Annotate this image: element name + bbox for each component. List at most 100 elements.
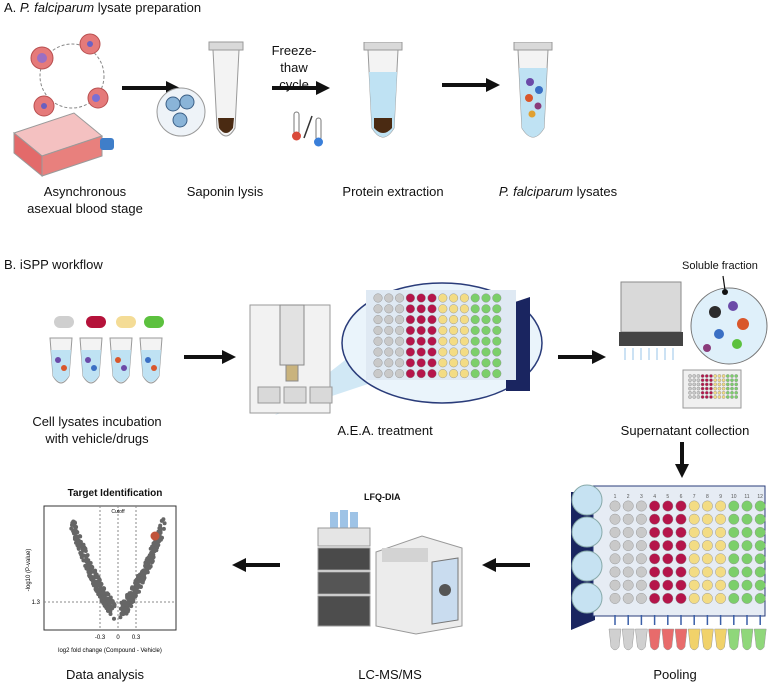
well — [728, 527, 740, 538]
well — [636, 500, 647, 512]
well — [696, 395, 701, 399]
volcano-cutoff-label: Cutoff — [111, 509, 125, 515]
caption-lysates-rest: lysates — [573, 184, 618, 199]
well — [713, 395, 718, 399]
plate-column-number: 12 — [757, 494, 763, 500]
well — [713, 374, 718, 378]
well — [481, 325, 491, 335]
well — [688, 378, 692, 382]
well — [395, 293, 405, 303]
arrow-b4 — [232, 558, 280, 572]
well — [713, 386, 718, 391]
well — [734, 395, 739, 399]
well — [481, 315, 491, 325]
volcano-ylabel: -log10 (P-value) — [26, 549, 32, 592]
well — [449, 347, 459, 357]
well — [726, 386, 730, 391]
well — [715, 527, 727, 538]
pooled-tube — [608, 628, 622, 651]
well — [481, 293, 491, 303]
well — [730, 374, 734, 378]
well — [609, 579, 621, 591]
well — [662, 566, 674, 578]
section-a-title: A. P. falciparum lysate preparation — [4, 0, 201, 15]
volcano-point — [78, 541, 83, 546]
well — [717, 374, 722, 378]
volcano-point — [162, 521, 167, 526]
volcano-point — [149, 550, 154, 555]
volcano-point — [103, 604, 108, 609]
well — [449, 358, 459, 368]
well — [636, 593, 647, 604]
well — [675, 527, 687, 538]
well — [622, 566, 634, 578]
arrow-a2 — [272, 81, 330, 95]
well — [688, 395, 692, 399]
well — [692, 390, 696, 395]
well — [459, 369, 469, 379]
well — [405, 325, 415, 335]
well — [622, 527, 634, 538]
volcano-point — [135, 585, 140, 590]
well — [730, 378, 734, 382]
volcano-point — [85, 553, 90, 558]
well — [675, 566, 687, 578]
well — [721, 395, 726, 399]
well — [373, 336, 383, 346]
volcano-point — [159, 518, 164, 523]
well — [622, 540, 634, 551]
volcano-point — [150, 556, 155, 560]
hot-thermometer-icon — [292, 131, 301, 141]
well — [636, 579, 647, 591]
plate-column-number: 2 — [627, 494, 630, 500]
caption-blood-stage: Asynchronous asexual blood stage — [10, 183, 160, 217]
volcano-point — [128, 591, 133, 595]
well — [734, 374, 739, 378]
well — [704, 382, 709, 387]
thermometer-icons — [292, 111, 323, 147]
plate-column-number: 6 — [680, 494, 683, 500]
well — [438, 347, 448, 357]
volcano-point — [103, 601, 108, 606]
well — [405, 304, 415, 314]
well — [649, 527, 660, 538]
well — [688, 390, 692, 395]
flask-cap — [100, 138, 114, 150]
well — [734, 390, 739, 395]
well — [373, 293, 383, 303]
drug-cap-red — [86, 316, 106, 328]
volcano-point — [94, 572, 99, 577]
volcano-point — [161, 526, 166, 531]
well — [470, 304, 480, 314]
well — [675, 579, 687, 591]
pooled-tube — [661, 628, 675, 651]
well — [734, 386, 739, 391]
well — [734, 378, 739, 382]
well — [662, 500, 674, 512]
well — [741, 553, 753, 565]
well — [704, 386, 709, 391]
caption-lysates-italic: P. falciparum — [498, 184, 574, 199]
well — [675, 513, 687, 525]
well — [715, 593, 727, 604]
volcano-point — [97, 577, 102, 582]
pooled-tube — [621, 628, 635, 651]
well — [734, 382, 739, 387]
volcano-point — [106, 598, 110, 603]
well — [449, 369, 459, 379]
caption-incubation: Cell lysates incubation with vehicle/dru… — [2, 413, 192, 447]
well — [438, 336, 448, 346]
well — [395, 315, 405, 325]
well — [470, 336, 480, 346]
caption-supernatant: Supernatant collection — [620, 423, 750, 438]
well — [449, 304, 459, 314]
well — [492, 304, 502, 314]
well — [702, 593, 713, 604]
volcano-point — [85, 566, 90, 571]
volcano-point — [136, 574, 141, 579]
well — [384, 315, 394, 325]
well — [688, 540, 700, 551]
well — [721, 378, 726, 382]
volcano-point — [145, 566, 150, 571]
well — [728, 593, 740, 604]
